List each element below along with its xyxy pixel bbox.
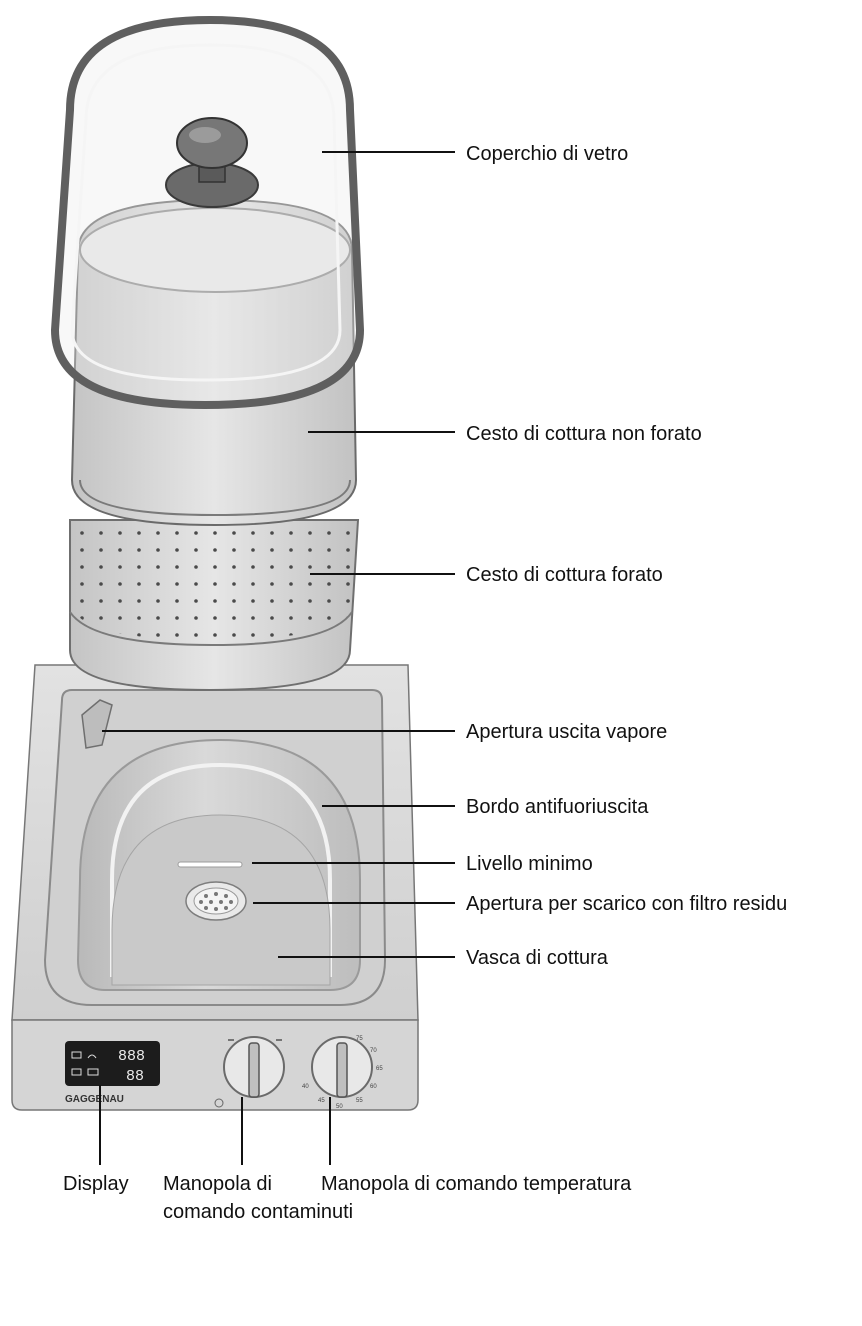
- dial-mark-65: 65: [376, 1066, 383, 1072]
- dial-mark-50: 50: [336, 1104, 343, 1110]
- solid-basket: [70, 198, 358, 527]
- leader-lines: [99, 151, 455, 1165]
- dial-mark-60: 60: [370, 1084, 377, 1090]
- label-min-level: Livello minimo: [466, 853, 593, 875]
- dial-mark-45: 45: [318, 1098, 325, 1104]
- label-timer-knob-line2: comando contaminuti: [163, 1201, 354, 1223]
- label-cooking-tub: Vasca di cottura: [466, 947, 608, 969]
- temperature-knob: 40 45 50 55 60 65 70 75: [302, 1036, 383, 1110]
- label-temperature-knob: Manopola di comando temperatura: [321, 1173, 632, 1195]
- glass-lid: [50, 15, 365, 410]
- steam-vent: [81, 699, 113, 749]
- dial-mark-40: 40: [302, 1084, 309, 1090]
- min-level-mark: [177, 861, 243, 868]
- drain-filter: [185, 881, 247, 921]
- label-perforated-basket: Cesto di cottura forato: [466, 564, 663, 586]
- dial-mark-75: 75: [356, 1036, 363, 1042]
- display-bottom-digits: 88: [126, 1068, 144, 1085]
- label-steam-vent: Apertura uscita vapore: [466, 721, 668, 743]
- label-display: Display: [63, 1173, 129, 1195]
- display-top-digits: 888: [118, 1048, 145, 1065]
- base-unit: [11, 664, 419, 1111]
- label-glass-lid: Coperchio di vetro: [466, 143, 629, 165]
- dial-mark-55: 55: [356, 1098, 363, 1104]
- label-timer-knob-line1: Manopola di: [163, 1173, 272, 1195]
- display-panel: 888 88 GAGGENAU: [65, 1041, 160, 1105]
- label-solid-basket: Cesto di cottura non forato: [466, 423, 702, 445]
- perforated-basket: [69, 519, 360, 692]
- timer-knob: [214, 1036, 285, 1108]
- label-drain-filter: Apertura per scarico con filtro residu: [466, 893, 788, 915]
- dial-mark-70: 70: [370, 1048, 377, 1054]
- label-spill-rim: Bordo antifuoriuscita: [466, 796, 649, 818]
- brand-logo: GAGGENAU: [65, 1094, 124, 1105]
